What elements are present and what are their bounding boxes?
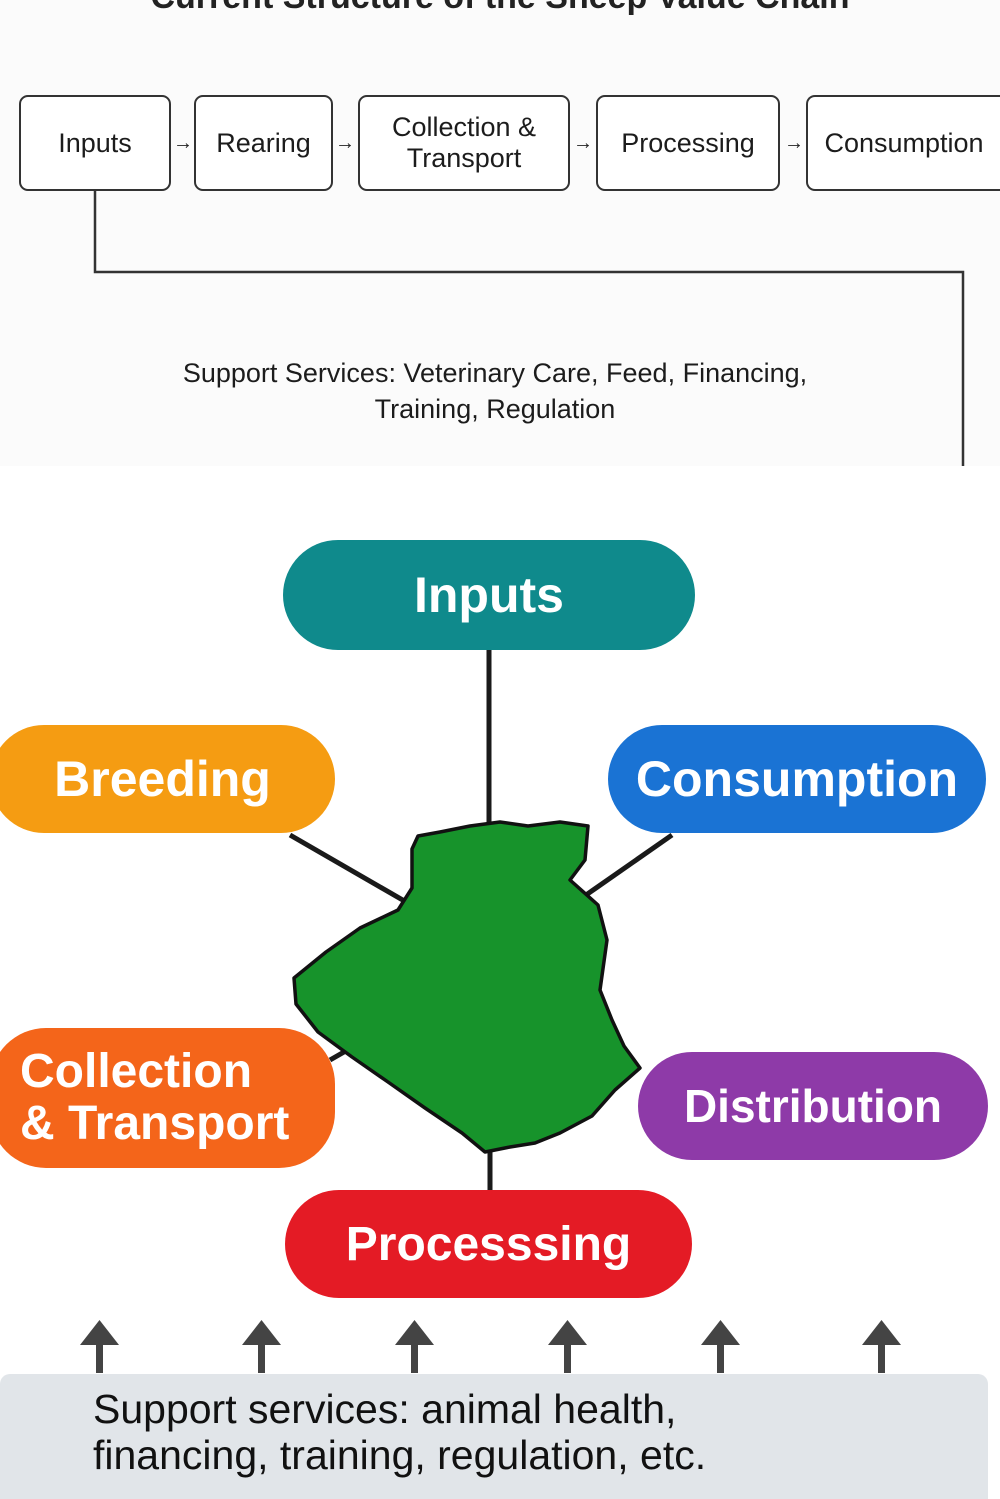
up-arrow-icon [80,1320,119,1373]
node-breeding: Breeding [0,725,335,833]
hub-lines-and-map [80,648,901,1373]
step-inputs: Inputs [19,95,171,191]
arrow-icon: → [173,132,193,154]
linear-chain-panel: Current Structure of the Sheep Value Cha… [0,0,1000,466]
support-arrows [80,1320,901,1373]
up-arrow-icon [395,1320,434,1373]
chain-title: Current Structure of the Sheep Value Cha… [0,0,1000,17]
node-consumption: Consumption [608,725,986,833]
up-arrow-icon [548,1320,587,1373]
node-collection-transport: Collection & Transport [0,1028,335,1168]
support-connector [93,191,965,466]
node-distribution: Distribution [638,1052,988,1160]
up-arrow-icon [242,1320,281,1373]
support-services-text: Support Services: Veterinary Care, Feed,… [182,358,808,424]
step-rearing: Rearing [194,95,333,191]
node-inputs: Inputs [283,540,695,650]
step-consumption: Consumption [806,95,1000,191]
step-collection-transport: Collection & Transport [358,95,570,191]
step-processing: Processing [596,95,780,191]
support-services-line: financing, training, regulation, etc. [93,1432,707,1478]
algeria-map-shape [292,820,642,1154]
up-arrow-icon [862,1320,901,1373]
node-processing: Processsing [285,1190,692,1298]
support-services-line: Support services: animal health, [93,1386,677,1432]
arrow-icon: → [573,132,593,154]
up-arrow-icon [701,1320,740,1373]
support-services-box: Support services: animal health, financi… [0,1374,988,1499]
arrow-icon: → [335,132,355,154]
arrow-icon: → [784,132,804,154]
